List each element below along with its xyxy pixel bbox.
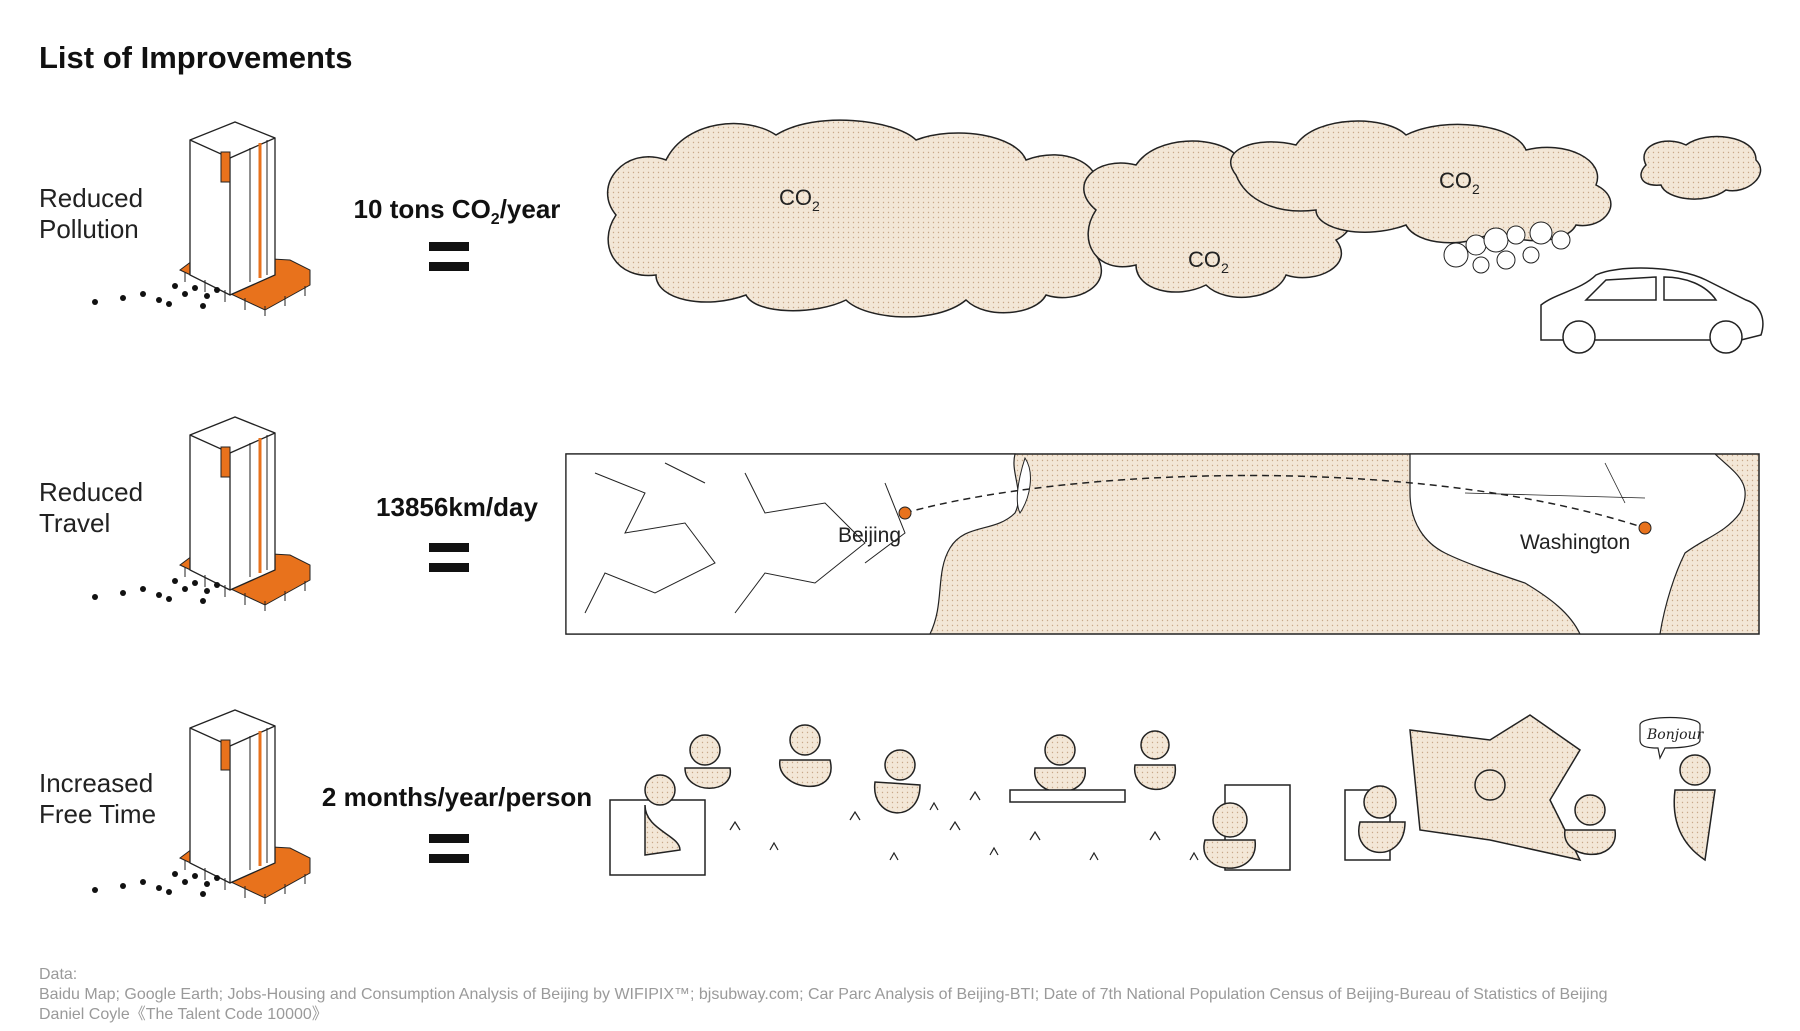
metric-value: 2 months/year/person bbox=[321, 782, 593, 812]
co2-cloud-right bbox=[1229, 120, 1612, 244]
leisure-activities-illustration: Bonjour bbox=[609, 714, 1716, 876]
map-label-from: Beijing bbox=[838, 524, 901, 547]
metric-value: 10 tons CO2/year bbox=[353, 194, 561, 229]
exhaust-puffs bbox=[1443, 221, 1571, 274]
metric-value: 13856km/day bbox=[376, 492, 538, 522]
data-sources-footer: Data: Baidu Map; Google Earth; Jobs-Hous… bbox=[39, 965, 1607, 1025]
car-icon bbox=[1540, 267, 1764, 354]
beijing-marker bbox=[898, 506, 912, 520]
co2-label: CO2 bbox=[779, 185, 820, 214]
co2-label: CO2 bbox=[1188, 247, 1229, 276]
row-label: Increased Free Time bbox=[39, 768, 157, 829]
map-label-to: Washington bbox=[1520, 531, 1630, 554]
washington-marker bbox=[1638, 521, 1652, 535]
zither-icon bbox=[1009, 789, 1126, 803]
page-title: List of Improvements bbox=[39, 40, 353, 75]
co2-cloud-small bbox=[1640, 135, 1762, 200]
co2-clouds-illustration: CO2 CO2 CO2 bbox=[606, 119, 1764, 354]
equals-icon bbox=[429, 242, 469, 272]
co2-cloud-left bbox=[606, 119, 1124, 318]
row-increased-free-time: Increased Free Time 2 months/year/person bbox=[0, 690, 1800, 950]
building-icon bbox=[90, 120, 312, 318]
grass-strokes bbox=[729, 790, 1199, 861]
building-icon bbox=[90, 708, 312, 906]
speech-bubble-text: Bonjour bbox=[1646, 727, 1705, 743]
north-america-landmass bbox=[1409, 453, 1746, 635]
footer-sources: Baidu Map; Google Earth; Jobs-Housing an… bbox=[39, 986, 1608, 1003]
equals-icon bbox=[429, 543, 469, 573]
co2-label: CO2 bbox=[1439, 168, 1480, 197]
speech-bubble bbox=[1639, 716, 1701, 760]
world-map-illustration: Beijing Washington bbox=[565, 453, 1760, 635]
row-reduced-pollution: Reduced Pollution 10 tons CO2/year CO2 C… bbox=[0, 100, 1800, 360]
asia-landmass bbox=[565, 453, 1020, 635]
row-label: Reduced Travel bbox=[39, 477, 144, 538]
flight-route bbox=[904, 474, 1646, 529]
row-reduced-travel: Reduced Travel 13856km/day Beijing Washi… bbox=[0, 395, 1800, 655]
equals-icon bbox=[429, 834, 469, 864]
footer-heading: Data: bbox=[39, 966, 78, 983]
japan-island bbox=[1016, 456, 1031, 514]
row-label: Reduced Pollution bbox=[39, 183, 144, 244]
building-icon bbox=[90, 415, 312, 613]
footer-reference: Daniel Coyle《The Talent Code 10000》 bbox=[39, 1006, 328, 1023]
